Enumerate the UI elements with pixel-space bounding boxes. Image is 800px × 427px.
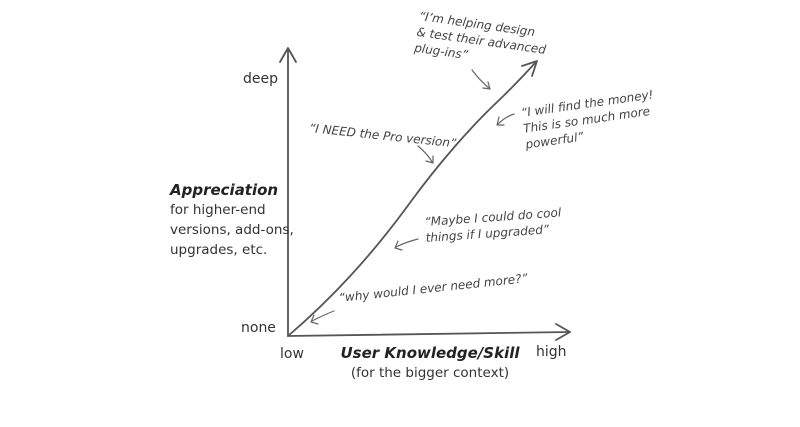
q2-arrowhead	[496, 116, 505, 126]
y-axis-arrowhead	[279, 47, 297, 63]
x-axis-arrowhead	[555, 323, 571, 341]
y-axis-title-block: Appreciation for higher-end versions, ad…	[170, 180, 310, 260]
q3-arrow	[417, 145, 433, 163]
q4-arrowhead	[394, 240, 403, 251]
q5-arrowhead	[310, 314, 319, 325]
growth-line	[287, 61, 537, 337]
y-axis-subtitle-line: upgrades, etc.	[170, 242, 268, 258]
x-axis-title-block: User Knowledge/Skill (for the bigger con…	[340, 344, 520, 381]
y-axis-title: Appreciation	[170, 181, 279, 199]
q5-arrow	[311, 310, 335, 322]
x-axis-low-label: low	[280, 346, 304, 362]
x-axis-subtitle: (for the bigger context)	[350, 365, 510, 381]
y-axis-subtitle-line: for higher-end	[170, 202, 266, 218]
x-axis-line	[287, 331, 571, 337]
q1-arrowhead	[482, 81, 491, 90]
x-axis-title: User Knowledge/Skill	[340, 344, 520, 362]
y-axis-low-label: none	[241, 320, 276, 336]
y-axis-high-label: deep	[243, 71, 278, 87]
q4-arrow	[395, 238, 419, 248]
growth-line-arrowhead	[521, 60, 538, 77]
y-axis-subtitle-line: versions, add-ons,	[170, 222, 294, 238]
q1-arrow	[471, 69, 491, 90]
x-axis-high-label: high	[536, 344, 567, 360]
q3-arrowhead	[425, 155, 434, 164]
q2-arrow	[497, 113, 515, 125]
